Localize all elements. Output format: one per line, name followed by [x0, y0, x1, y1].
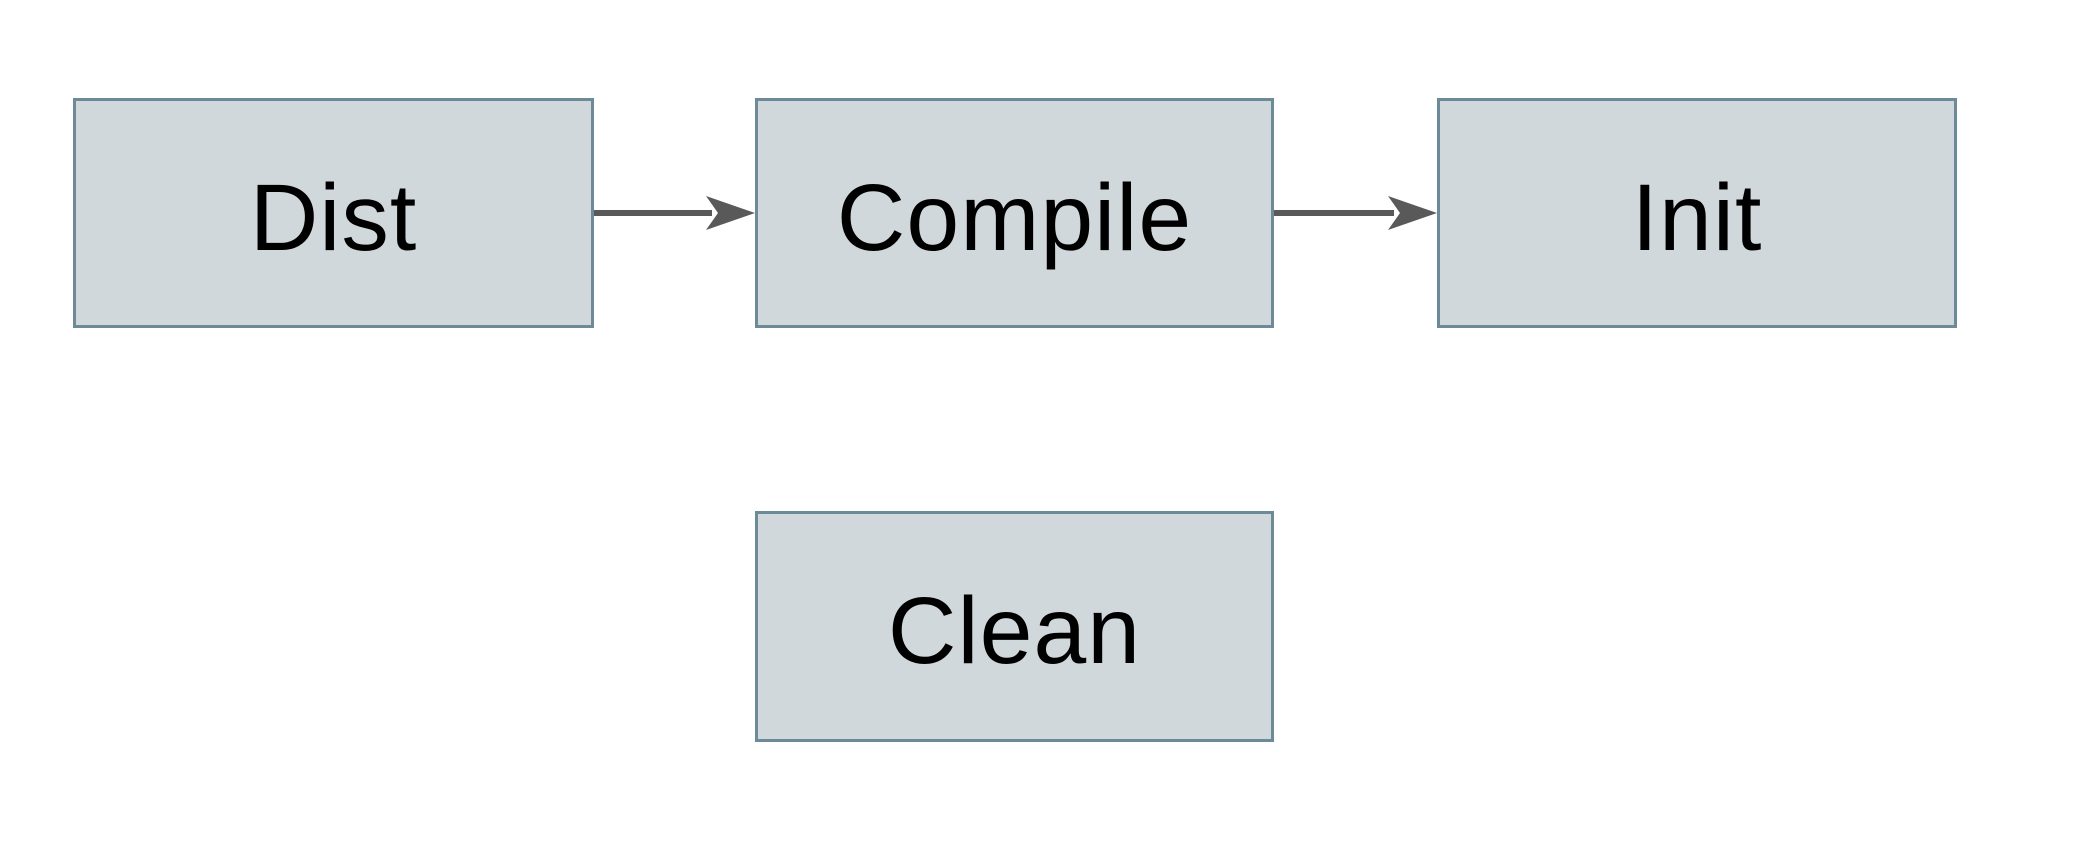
node-init-label: Init	[1631, 164, 1763, 271]
node-init: Init	[1437, 98, 1957, 328]
arrow-compile-to-init	[1274, 196, 1437, 230]
node-compile: Compile	[755, 98, 1274, 328]
node-dist: Dist	[73, 98, 594, 328]
arrow-dist-to-compile	[594, 196, 755, 230]
node-compile-label: Compile	[836, 164, 1193, 271]
node-clean: Clean	[755, 511, 1274, 742]
node-dist-label: Dist	[249, 164, 418, 271]
node-clean-label: Clean	[887, 578, 1142, 684]
